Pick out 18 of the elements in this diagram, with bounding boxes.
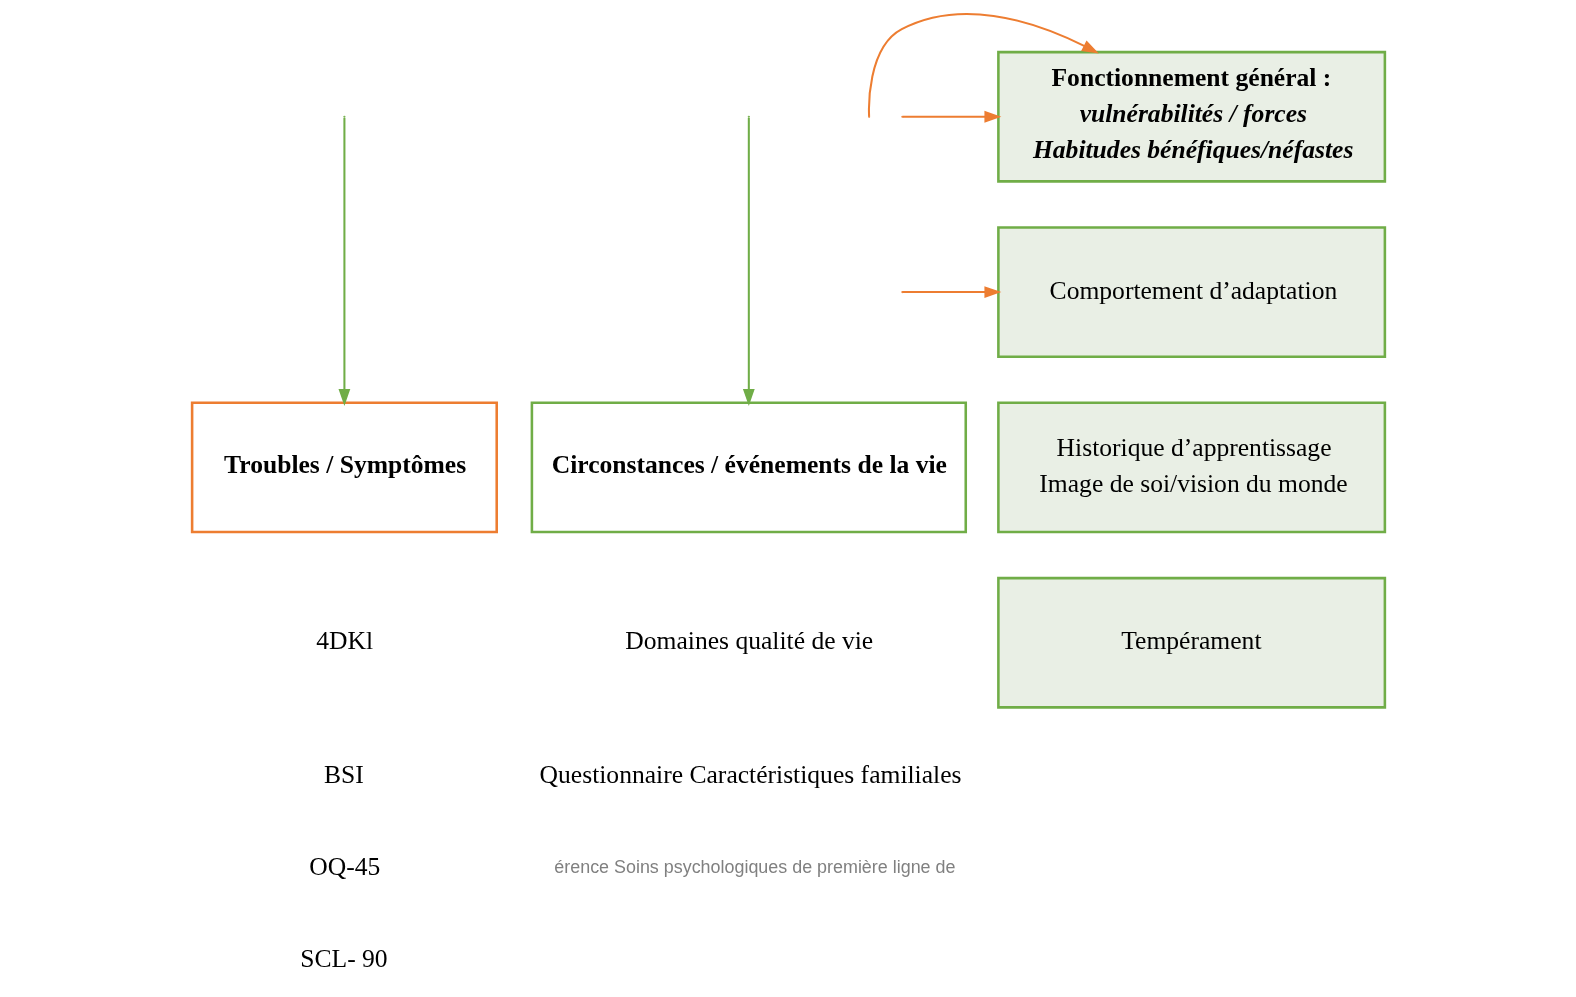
label: SCL- 90 bbox=[299, 944, 388, 974]
arrow bbox=[867, 12, 1099, 117]
arrow bbox=[338, 118, 350, 406]
arrow bbox=[902, 110, 1001, 123]
node-box: Circonstances / événements de la vie bbox=[530, 401, 967, 534]
node-box: Comportement d’adaptation bbox=[996, 226, 1386, 358]
label: 4DKl bbox=[315, 626, 373, 656]
node-box: Troubles / Symptômes bbox=[190, 401, 498, 534]
label: Domaines qualité de vie bbox=[624, 626, 873, 656]
label: érence Soins psychologiques de première ligne de bbox=[553, 857, 955, 878]
node-box: Historique d’apprentissage Image de soi/vision du monde bbox=[996, 401, 1386, 534]
label: BSI bbox=[323, 759, 364, 789]
label: Questionnaire Caractéristiques familiales bbox=[539, 759, 961, 789]
arrow bbox=[902, 286, 1001, 298]
label: OQ-45 bbox=[308, 852, 380, 882]
node-box: Tempérament bbox=[996, 576, 1386, 709]
node-box: Fonctionnement général : vulnérabilités / forces Habitudes bénéfiques/néfastes bbox=[996, 50, 1386, 183]
arrow bbox=[742, 118, 755, 406]
